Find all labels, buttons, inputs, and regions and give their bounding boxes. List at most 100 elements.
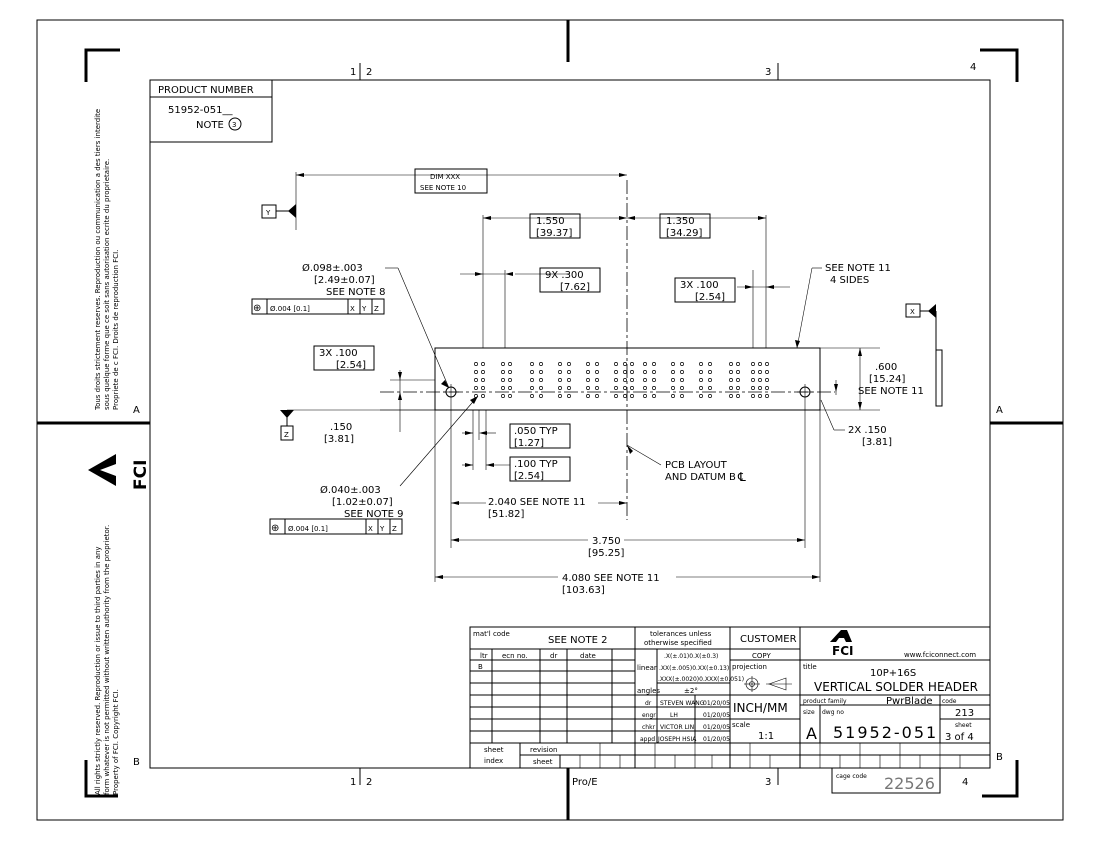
ecn-header: ecn no. (502, 652, 528, 660)
tolerance-angle: ±2° (684, 687, 698, 695)
pin-hole (586, 370, 590, 374)
product-family-value: PwrBlade (886, 696, 933, 707)
pin-hole (708, 362, 712, 366)
svg-text:engr: engr (642, 712, 656, 719)
svg-text:LH: LH (670, 712, 678, 719)
pin-hole (614, 386, 618, 390)
approvals: dr STEVEN WANG 01/20/05 engr LH 01/20/05… (640, 700, 730, 743)
svg-text:AND DATUM B: AND DATUM B (665, 472, 736, 483)
side-text-english: All rights strictly reserved. Reproducti… (94, 525, 120, 795)
tolerance-2: .XX(±.005)0.XX(±0.13) (659, 665, 729, 672)
svg-text:2X .150: 2X .150 (848, 425, 887, 436)
pin-hole (530, 370, 534, 374)
svg-text:Tous droits strictement reserv: Tous droits strictement reserves. Reprod… (94, 109, 102, 411)
pin-hole (671, 362, 675, 366)
svg-text:FCI: FCI (131, 460, 151, 490)
product-family-label: product family (803, 698, 847, 705)
sheet-value: 3 of 4 (945, 732, 974, 743)
pin-hole (558, 370, 562, 374)
pin-hole (567, 378, 571, 382)
extension-lines (295, 172, 880, 582)
pin-hole (699, 394, 703, 398)
size-value: A (806, 724, 817, 743)
cage-code-box: cage code 22526 (831, 767, 941, 794)
row-right-b: B (996, 752, 1003, 763)
pin-hole (680, 362, 684, 366)
pin-hole (758, 362, 762, 366)
ltr-header: ltr (480, 652, 488, 660)
pin-hole (680, 370, 684, 374)
svg-text:.600: .600 (875, 362, 897, 373)
pin-hole (708, 370, 712, 374)
tolerance-3: .XXX(±.0020)0.XXX(±0.051) (658, 676, 744, 683)
pcb-layout-note: PCB LAYOUT AND DATUM B ℄ (665, 460, 746, 484)
row-left-b: B (133, 757, 140, 768)
fcf-top: ⊕ Ø.004 [0.1] X Y Z (251, 298, 385, 315)
dim-2040: 2.040 SEE NOTE 11 (488, 497, 586, 508)
svg-text:SEE NOTE 10: SEE NOTE 10 (420, 184, 466, 192)
pin-hole (508, 378, 512, 382)
svg-text:Y: Y (265, 209, 271, 217)
dim-1550-box: 1.550 [39.37] (529, 213, 581, 239)
pin-hole (586, 394, 590, 398)
svg-text:[1.27]: [1.27] (514, 438, 544, 449)
svg-text:[39.37]: [39.37] (536, 228, 573, 239)
dim-100-box: .100 TYP [2.54] (509, 456, 571, 482)
svg-text:DIM XXX: DIM XXX (430, 173, 460, 181)
svg-text:01/20/05: 01/20/05 (703, 712, 730, 719)
pin-array (474, 362, 769, 398)
dimension-arrows (296, 173, 862, 579)
pin-hole (671, 394, 675, 398)
svg-text:Propriete de c FCI. Droits de: Propriete de c FCI. Droits de reproducti… (112, 250, 120, 410)
zone-bottom-2: 2 (366, 777, 372, 788)
pin-hole (652, 394, 656, 398)
zone-top-4: 4 (970, 62, 976, 73)
pin-hole (652, 370, 656, 374)
sheet-index-label-1: sheet (484, 746, 504, 754)
pin-hole (595, 386, 599, 390)
pin-hole (643, 386, 647, 390)
tolerance-1: .X(±.01)0.X(±0.3) (664, 653, 718, 660)
svg-text:22526: 22526 (884, 774, 935, 793)
pin-hole (530, 394, 534, 398)
pin-hole (680, 386, 684, 390)
pin-hole (623, 394, 627, 398)
pin-hole (530, 378, 534, 382)
pin-hole (699, 370, 703, 374)
pin-hole (729, 378, 733, 382)
svg-text:VICTOR LIN: VICTOR LIN (660, 724, 694, 731)
pin-hole (530, 386, 534, 390)
big-hole-callout: Ø.098±.003 [2.49±0.07] SEE NOTE 8 (302, 262, 385, 298)
svg-text:Ø.004 [0.1]: Ø.004 [0.1] (270, 305, 310, 313)
fcf-bottom: ⊕ Ø.004 [0.1] X Y Z (269, 518, 403, 535)
outer-frame (36, 19, 1064, 821)
zone-top-2: 2 (366, 67, 372, 78)
product-number-value: 51952-051__ (168, 105, 234, 116)
pin-hole (595, 362, 599, 366)
pin-hole (614, 362, 618, 366)
svg-text:[3.81]: [3.81] (862, 437, 892, 448)
svg-text:SEE NOTE 8: SEE NOTE 8 (326, 287, 385, 298)
code-label: code (942, 698, 957, 705)
dim-1350-box: 1.350 [34.29] (659, 213, 711, 239)
svg-text:SEE NOTE 9: SEE NOTE 9 (344, 509, 403, 520)
title-label: title (803, 663, 817, 671)
pin-hole (751, 394, 755, 398)
scale-label: scale (732, 721, 750, 729)
row-right-a: A (996, 405, 1003, 416)
code-value: 213 (955, 708, 974, 719)
tolerance-header-2: otherwise specified (644, 639, 712, 647)
pin-hole (558, 394, 562, 398)
svg-text:chkr: chkr (642, 724, 656, 731)
pin-hole (623, 386, 627, 390)
sheet-label: sheet (955, 722, 972, 729)
dim-2x150: 2X .150 [3.81] (848, 425, 892, 448)
row-left-a: A (133, 405, 140, 416)
svg-text:.150: .150 (330, 422, 352, 433)
dr-header: dr (550, 652, 557, 660)
pin-hole (481, 378, 485, 382)
zone-bottom-3: 3 (765, 777, 771, 788)
tolerance-header-1: tolerances unless (650, 630, 712, 638)
pin-hole (699, 378, 703, 382)
title-line-2: VERTICAL SOLDER HEADER (814, 680, 978, 694)
